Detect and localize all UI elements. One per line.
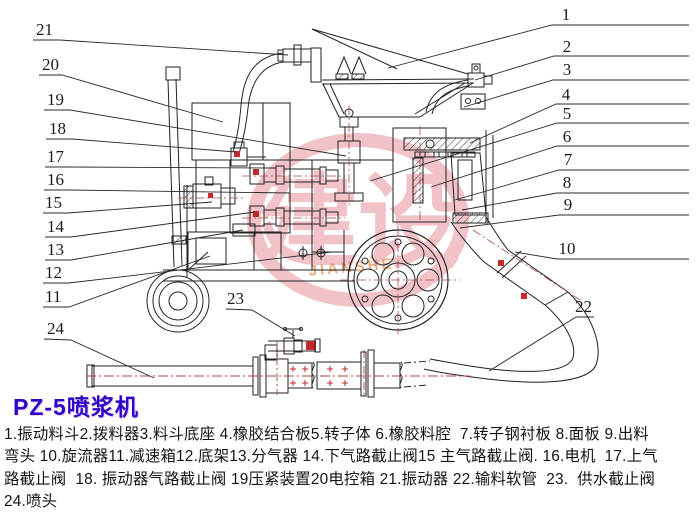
parts-list-caption: 1.振动料斗2.拨料器3.料斗底座 4.橡胶结合板5.转子体 6.橡胶料腔 7.… [4,424,694,513]
lower-air-valve [242,205,345,227]
main-air-valve [178,176,245,209]
callout-15: 15 [45,193,62,212]
water-supply-valve [264,327,365,396]
callout-20: 20 [42,55,59,74]
machine-drawing: 建设 JIANSHE [33,24,689,398]
callout-12: 12 [45,263,62,282]
upper-air-valve [242,163,345,185]
caption-line-1: 1.振动料斗2.拨料器3.料斗底座 4.橡胶结合板5.转子体 6.橡胶料腔 7.… [4,426,649,443]
conveying-hose [423,291,599,383]
callout-17: 17 [47,147,64,166]
hopper [311,28,493,118]
callout-16: 16 [47,170,64,189]
caption-line-2: 弯头 10.旋流器11.减速箱12.底架13.分气器 14.下气路截止阀15 主… [4,448,658,466]
callout-21: 21 [36,20,53,39]
swirl-device [472,229,581,306]
callout-5: 5 [562,104,572,123]
left-wheel [146,269,210,333]
air-distributor [232,223,256,237]
callout-24: 24 [47,319,64,338]
callout-8: 8 [562,173,572,192]
vibrator-air-hose [232,52,284,155]
callout-23: 23 [227,289,244,308]
clamping-device [334,106,364,208]
rotor-assembly [392,93,494,224]
vibrator [277,44,322,83]
callout-7: 7 [563,150,573,169]
callout-6: 6 [562,127,572,146]
callout-10: 10 [558,239,576,258]
callout-1: 1 [561,5,571,24]
caption-line-3: 路截止阀 18. 振动器气路截止阀 19压紧装置20电控箱 21.振动器 22.… [4,470,656,488]
figure-title: PZ-5喷浆机 [13,394,139,420]
callout-22: 22 [575,297,592,316]
callout-11: 11 [45,287,62,306]
callout-4: 4 [561,85,571,104]
caption-line-4: 24.喷头 [4,492,58,510]
right-wheel [340,226,460,334]
callout-9: 9 [563,195,573,214]
callout-14: 14 [47,217,64,236]
callout-19: 19 [47,90,64,109]
callout-13: 13 [47,240,64,259]
leader-lines [33,24,689,379]
callout-2: 2 [562,37,572,56]
callout-18: 18 [49,119,66,138]
electric-control-box [191,102,291,161]
vibrator-line-valve [230,141,266,167]
outlet-elbow [450,216,509,263]
callout-3: 3 [562,60,572,79]
